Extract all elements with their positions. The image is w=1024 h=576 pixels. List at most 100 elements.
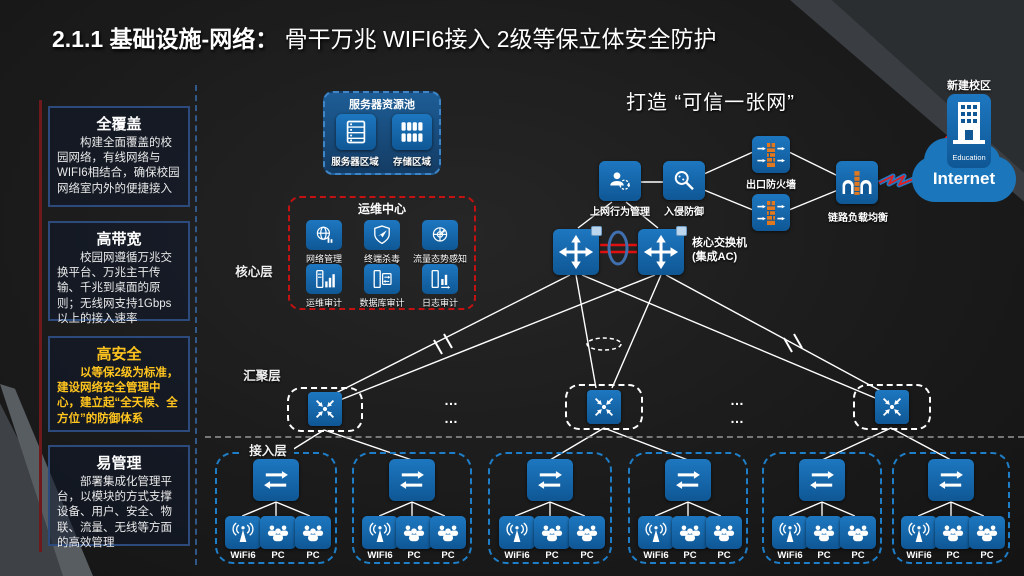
card-high-security: 高安全 以等保2级为标准，建设网络安全管理中心，建立起“全天候、全方位”的防御体… [48, 336, 190, 432]
access-group: WiFi6 PC PC [892, 452, 1010, 564]
endpoint-antivirus-icon [364, 220, 400, 250]
access-switch-icon [928, 459, 974, 501]
log-audit-icon [422, 264, 458, 294]
group-fan-lines [917, 501, 985, 517]
pc-label: PC [946, 550, 960, 561]
card-easy-management: 易管理 部署集成化管理平台，以模块的方式支撑设备、用户、安全、物联、流量、无线等… [48, 445, 190, 549]
new-campus-label: 新建校区 [947, 80, 991, 92]
card-full-coverage: 全覆盖 构建全面覆盖的校园网络，有线网络与WIFI6相结合，确保校园网络室内外的… [48, 106, 190, 207]
aggregation-ellipsis: … [444, 392, 460, 408]
card-body: 构建全面覆盖的校园网络，有线网络与WIFI6相结合，确保校园网络室内外的便捷接入 [57, 137, 180, 195]
exit-firewall-icon-bottom [752, 194, 790, 231]
card-body: 校园网遵循万兆交换平台、万兆主干传输、千兆到桌面的原则；无线网支持1Gbps以上… [57, 252, 172, 325]
pc-users-icon [706, 516, 742, 549]
card-title: 高带宽 [96, 231, 142, 248]
ops-item-label: 网络管理 [305, 254, 342, 264]
title-lead: 2.1.1 基础设施-网络： [52, 26, 279, 52]
pc-users-icon [396, 516, 432, 549]
ops-item-label: 终端杀毒 [363, 254, 400, 264]
core-switch-icon-right [638, 226, 687, 275]
education-label: Education [952, 153, 986, 162]
pc-label: PC [306, 550, 320, 561]
aggregation-ellipsis: … [444, 410, 460, 426]
ops-audit-icon [306, 264, 342, 294]
pc-users-icon [569, 516, 605, 549]
aggregation-switch-icon-3 [875, 390, 909, 424]
traffic-awareness-icon [422, 220, 458, 250]
access-switch-icon [389, 459, 435, 501]
wifi-ap-icon [901, 516, 937, 549]
stack-badge [676, 226, 687, 236]
sidebar-divider-dashed [195, 85, 197, 565]
wifi-ap-icon [772, 516, 808, 549]
pc-users-icon [969, 516, 1005, 549]
pc-label: PC [441, 550, 455, 561]
pc-label: PC [851, 550, 865, 561]
pc-label: PC [817, 550, 831, 561]
wifi-ap-icon [499, 516, 535, 549]
pc-users-icon [534, 516, 570, 549]
access-layer-divider [205, 436, 1024, 438]
group-fan-lines [788, 501, 856, 517]
page-title: 2.1.1 基础设施-网络： 骨干万兆 WIFI6接入 2级等保立体安全防护 [52, 20, 717, 54]
storage-area-label: 存储区域 [392, 157, 431, 168]
exit-firewall-icon-top [752, 136, 790, 173]
pc-label: PC [683, 550, 697, 561]
server-pool-title: 服务器资源池 [349, 99, 415, 111]
pc-label: PC [271, 550, 285, 561]
access-group: WIFI6 PC PC [352, 452, 472, 564]
group-fan-lines [378, 501, 446, 517]
layer-label-access: 接入层 [242, 440, 294, 459]
wifi-ap-icon [362, 516, 398, 549]
card-title: 高安全 [96, 346, 142, 363]
core-switch-label-line1: 核心交换机 [692, 237, 747, 249]
pc-label: PC [545, 550, 559, 561]
access-group: WiFi6 PC PC [215, 452, 337, 564]
sidebar-red-accent [39, 100, 42, 552]
access-switch-icon [253, 459, 299, 501]
ops-item-label: 数据库审计 [359, 298, 405, 308]
ops-item-label: 运维审计 [305, 298, 342, 308]
intrusion-prevention-icon [663, 161, 705, 200]
group-fan-lines [514, 501, 586, 517]
wifi-label: WiFi6 [906, 550, 932, 561]
stack-badge [591, 226, 602, 236]
intrusion-prevention-label: 入侵防御 [664, 207, 704, 218]
group-fan-lines [654, 501, 722, 517]
link-load-balancer-icon [836, 161, 878, 204]
layer-label-aggregation: 汇聚层 [243, 369, 281, 383]
link-load-balancer-label: 链路负载均衡 [828, 213, 888, 224]
server-area-label: 服务器区域 [331, 157, 379, 168]
card-title: 全覆盖 [96, 116, 142, 133]
card-high-bandwidth: 高带宽 校园网遵循万兆交换平台、万兆主干传输、千兆到桌面的原则；无线网支持1Gb… [48, 221, 190, 325]
card-title: 易管理 [96, 455, 142, 472]
wifi-label: WiFi6 [777, 550, 803, 561]
pc-users-icon [430, 516, 466, 549]
server-rack-icon [346, 120, 366, 144]
layer-label-core: 核心层 [235, 265, 273, 279]
behavior-management-icon [599, 161, 641, 201]
card-body: 部署集成化管理平台，以模块的方式支撑设备、用户、安全、物联、流量、无线等方面的高… [57, 476, 172, 549]
network-management-icon [306, 220, 342, 250]
core-switch-icon-left [553, 226, 602, 275]
wifi-ap-icon [638, 516, 674, 549]
new-campus-building-icon: Education [947, 94, 991, 168]
slogan-text: 打造 “可信一张网” [626, 92, 795, 114]
title-rest: 骨干万兆 WIFI6接入 2级等保立体安全防护 [284, 26, 717, 52]
wifi-label: WIFI6 [367, 550, 393, 561]
card-body: 以等保2级为标准，建设网络安全管理中心，建立起“全天候、全方位”的防御体系 [57, 367, 179, 425]
aggregation-switch-icon-2 [587, 390, 621, 424]
access-group: WiFi6 PC PC [762, 452, 882, 564]
wifi-ap-icon [225, 516, 261, 549]
ops-center-panel: 运维中心 [288, 196, 476, 310]
pc-users-icon [935, 516, 971, 549]
access-switch-icon [799, 459, 845, 501]
pc-label: PC [407, 550, 421, 561]
storage-area-icon [392, 114, 432, 150]
pc-label: PC [717, 550, 731, 561]
ops-item-label: 日志审计 [421, 298, 458, 308]
building-icon [953, 102, 985, 144]
aggregation-ellipsis: … [730, 392, 746, 408]
wifi-label: WiFi6 [504, 550, 530, 561]
